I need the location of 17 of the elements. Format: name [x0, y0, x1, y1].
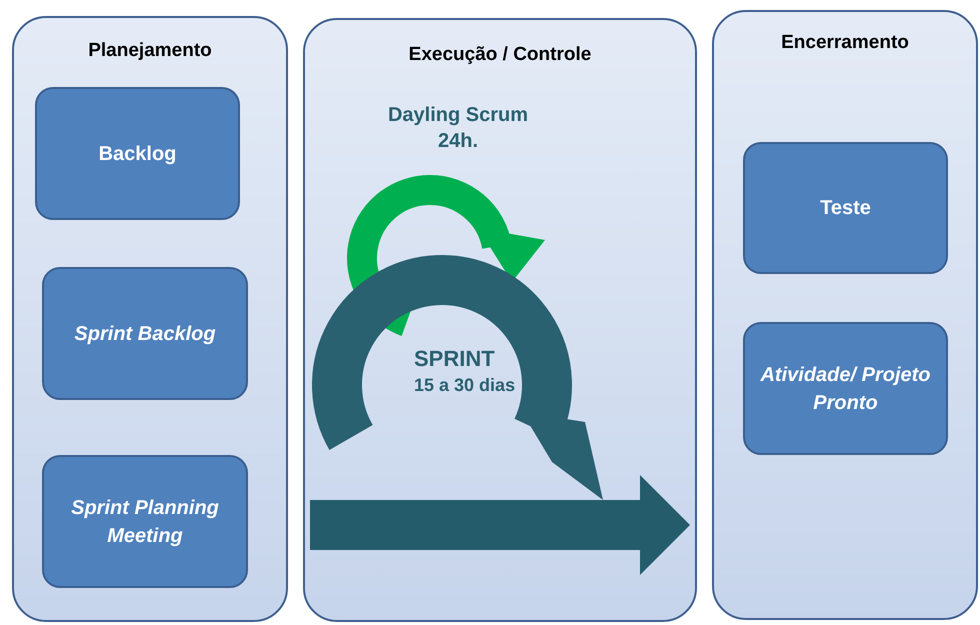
process-box [743, 142, 948, 274]
process-box [743, 322, 948, 455]
sprint-label: SPRINT 15 a 30 dias [414, 345, 516, 397]
phase-title: Encerramento [780, 32, 910, 54]
box-label: Teste [819, 196, 872, 221]
phase-title: Planejamento [87, 40, 213, 62]
phase-panel [12, 16, 288, 622]
process-box [42, 267, 248, 400]
process-box [42, 455, 248, 588]
box-label: Sprint Planning Meeting [70, 496, 220, 548]
box-label: Sprint Backlog [73, 322, 217, 346]
process-box [35, 87, 240, 220]
phase-title: Execução / Controle [408, 44, 592, 66]
phase-panel [712, 10, 978, 620]
cycle-label: Dayling Scrum 24h. [386, 103, 530, 154]
box-label: Atividade/ Projeto Pronto [759, 362, 932, 416]
box-label: Backlog [98, 142, 178, 166]
